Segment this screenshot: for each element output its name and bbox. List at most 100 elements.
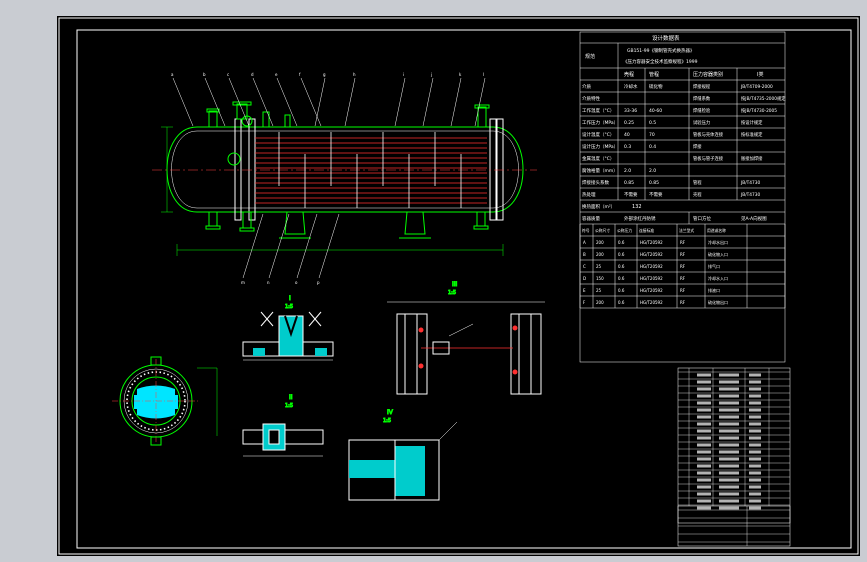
vessel-class-header: 压力容器类别: [693, 71, 723, 78]
row-tube-value: 不需要: [649, 192, 663, 198]
bom-row-text: [749, 450, 761, 454]
row-label: 腐蚀裕量（mm）: [582, 167, 618, 174]
part-letter: c: [227, 72, 229, 77]
detail-IV-label: IV: [387, 409, 394, 416]
part-letter: j: [430, 72, 432, 77]
nozzle-cell: 0.6: [618, 240, 625, 245]
nozzle-cell: RF: [680, 288, 686, 293]
detail-I-label: I: [289, 295, 291, 302]
bom-row-text: [719, 387, 739, 391]
row-tube-value: 硫化物: [649, 83, 663, 90]
bom-row-text: [719, 464, 739, 468]
bom-row-text: [697, 387, 711, 391]
bom-row-text: [749, 478, 761, 482]
leader-line: [268, 213, 290, 279]
nozzle-cell: HG/T20592: [640, 264, 663, 269]
bom-row-text: [697, 464, 711, 468]
bom-row-text: [719, 457, 739, 461]
leader-line: [344, 77, 356, 127]
row-key: 焊接: [693, 143, 702, 150]
row-shell-value: 不需要: [624, 192, 638, 198]
row-shell-value: 33-36: [624, 108, 637, 114]
nozzle-cell: 排液口: [708, 287, 720, 293]
row-label: 焊接接头系数: [582, 179, 609, 186]
part-letter: p: [317, 280, 320, 285]
baffle-plates: [278, 132, 462, 208]
bom-row-text: [749, 443, 761, 447]
bom-row-text: [697, 373, 711, 377]
bom-row-text: [719, 471, 739, 475]
nozzle-cell: 200: [596, 240, 604, 245]
bom-row-text: [749, 415, 761, 419]
bom-row-text: [719, 485, 739, 489]
nozzle-cell: RF: [680, 240, 686, 245]
nozzle-cell: 200: [596, 300, 604, 305]
part-letter: f: [299, 72, 301, 77]
part-letter: n: [267, 280, 270, 285]
bom-row-text: [719, 492, 739, 496]
bom-row-text: [749, 471, 761, 475]
bom-row-text: [697, 436, 711, 440]
row-tube-value: 70: [649, 132, 655, 138]
row-value: 按JB/T4735-2000规定: [741, 95, 786, 102]
leader-line: [474, 77, 486, 127]
bom-row-text: [719, 436, 739, 440]
bom-row-text: [697, 408, 711, 412]
row-key: 管板与壳体连接: [693, 131, 724, 138]
nozzle-orientation-label: 管口方位: [693, 215, 711, 222]
tube-col-header: 管程: [649, 71, 659, 78]
vessel-elevation: [152, 101, 537, 239]
row-tube-value: 0.85: [649, 180, 659, 186]
nozzle-cell: 200: [596, 252, 604, 257]
bom-row-text: [749, 436, 761, 440]
nozzle-header: 公称尺寸: [595, 228, 610, 233]
nozzle-cell: 0.6: [618, 288, 625, 293]
bom-row-text: [749, 499, 761, 503]
row-tube-value: 2.0: [649, 168, 656, 174]
bom-row-text: [749, 457, 761, 461]
nozzle-cell: 0.6: [618, 252, 625, 257]
row-value: 按标准规定: [741, 131, 763, 138]
detail-II: II 1:5: [242, 394, 324, 457]
bom-row-text: [719, 408, 739, 412]
nozzle-cell: HG/T20592: [640, 240, 663, 245]
detail-I: I 1:5: [242, 295, 334, 361]
bom-row-text: [697, 478, 711, 482]
row-tube-value: 0.5: [649, 120, 656, 126]
nozzle-cell: 冷却水入口: [708, 275, 728, 281]
leader-line: [204, 77, 226, 127]
part-letter: i: [403, 72, 404, 77]
bom-rows: [678, 368, 790, 546]
nozzle-cell: 排气口: [708, 263, 720, 269]
detail-III: III 1:5: [387, 281, 545, 395]
row-label: 工作压力（MPa）: [582, 119, 618, 126]
nozzle-cell: RF: [680, 300, 686, 305]
part-letter: k: [459, 72, 462, 77]
row-shell-value: 0.25: [624, 120, 634, 126]
area-label: 换热面积（m²）: [582, 203, 615, 210]
bom-row-text: [749, 401, 761, 405]
nozzle-cell: C: [583, 264, 586, 269]
nozzle-cell: 0.6: [618, 264, 625, 269]
row-shell-value: 2.0: [624, 168, 631, 174]
row-key: 焊缝检验: [693, 107, 711, 114]
bom-row-text: [697, 492, 711, 496]
detail-IV: IV 1:5: [348, 409, 458, 501]
nozzle-cell: 25: [596, 264, 602, 269]
bom-row-text: [719, 506, 739, 510]
bom-row-text: [719, 401, 739, 405]
leader-line: [422, 77, 434, 127]
row-key: 焊接规程: [693, 83, 711, 90]
bom-row-text: [749, 373, 761, 377]
nozzle-cell: 150: [596, 276, 604, 281]
nozzle-cell: RF: [680, 264, 686, 269]
bom-row-text: [749, 408, 761, 412]
row-label: 设计温度（°C）: [582, 131, 614, 138]
bom-row-text: [719, 394, 739, 398]
nozzle-cell: HG/T20592: [640, 252, 663, 257]
part-letter: a: [171, 72, 174, 77]
row-key: 试验压力: [693, 119, 710, 126]
